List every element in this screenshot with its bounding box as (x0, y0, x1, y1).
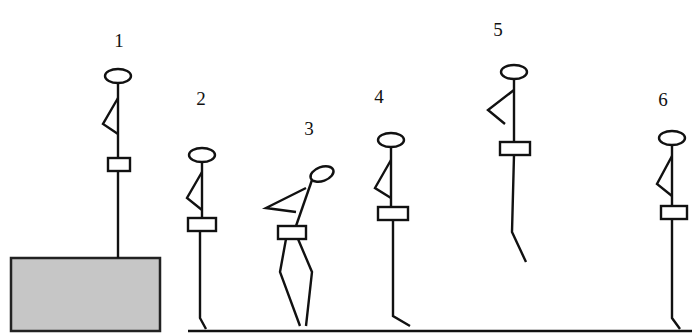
platform-box (11, 258, 160, 331)
ground-line (188, 330, 692, 333)
callout-number: 5 (493, 20, 503, 39)
stick-figure (488, 65, 530, 262)
stick-figure (187, 148, 216, 329)
callout-number: 6 (658, 90, 668, 109)
stick-figure (266, 163, 336, 326)
stick-figure (375, 133, 410, 326)
stick-figure (657, 131, 687, 329)
callout-number: 4 (374, 87, 384, 106)
callout-number: 3 (304, 119, 314, 138)
callout-number: 1 (114, 31, 124, 50)
callout-number: 2 (196, 89, 206, 108)
stick-figure (103, 69, 131, 258)
